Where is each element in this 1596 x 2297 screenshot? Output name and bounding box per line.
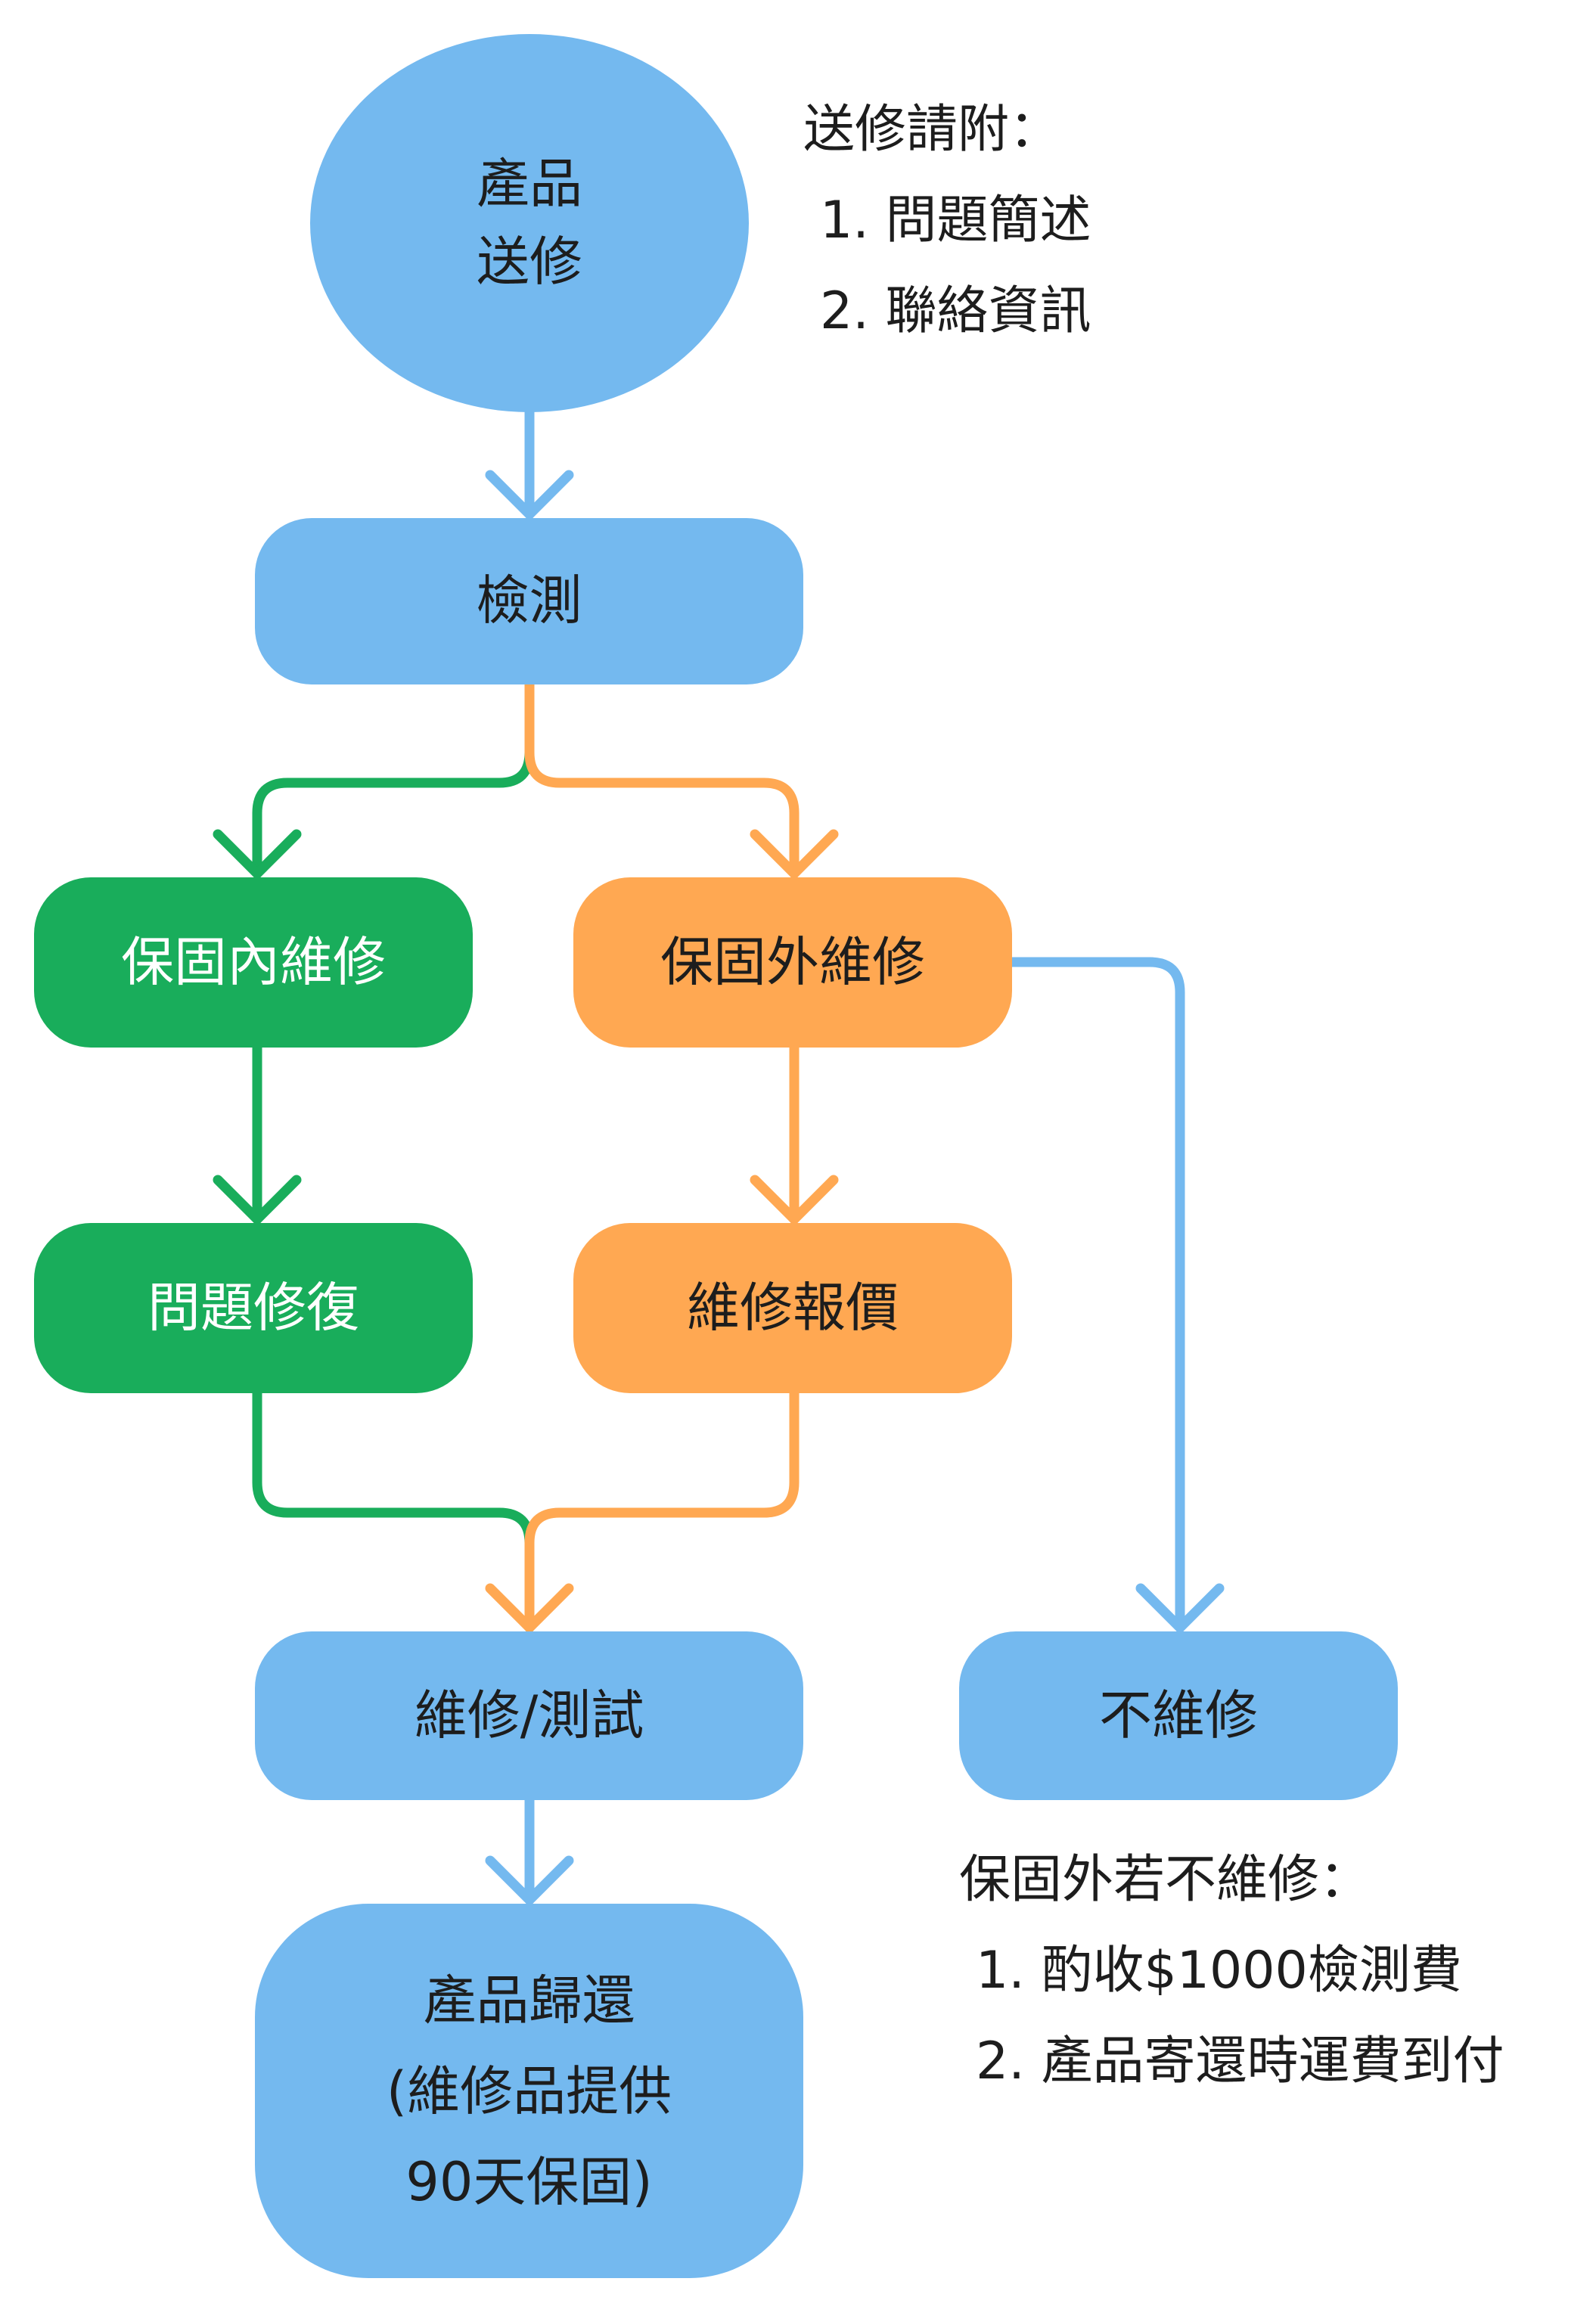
node-product-submit-line-2: 送修 bbox=[477, 231, 582, 293]
arrowhead-repair-test bbox=[485, 1583, 574, 1633]
node-product-return: 產品歸還 (維修品提供 90天保固) bbox=[255, 1904, 803, 2278]
note-no-repair-item-2: 2. 產品寄還時運費到付 bbox=[976, 2032, 1504, 2091]
node-repair-test: 維修/測試 bbox=[255, 1631, 803, 1800]
arrowhead-inspect bbox=[485, 470, 574, 520]
note-submit-item-1: 1. 問題簡述 bbox=[820, 191, 1091, 250]
arrow-inspect-to-in-warranty bbox=[252, 679, 535, 879]
node-product-return-line-3: 90天保固) bbox=[405, 2150, 653, 2213]
node-out-warranty-repair-label: 保固外維修 bbox=[660, 930, 925, 993]
arrowhead-return bbox=[485, 1855, 574, 1905]
note-submit-item-2: 2. 聯絡資訊 bbox=[820, 281, 1091, 341]
node-inspect-label: 檢測 bbox=[476, 570, 582, 632]
node-in-warranty-repair: 保固內維修 bbox=[34, 877, 473, 1048]
arrow-quote-to-repair-test bbox=[524, 1388, 800, 1633]
arrow-out-warranty-to-no-repair bbox=[1007, 957, 1185, 1633]
arrowhead-fix bbox=[213, 1175, 302, 1225]
note-submit-requirements: 送修請附： 1. 問題簡述 2. 聯絡資訊 bbox=[803, 85, 1091, 357]
arrowhead-in-warranty bbox=[213, 829, 302, 879]
node-out-warranty-repair: 保固外維修 bbox=[573, 877, 1012, 1048]
arrowhead-no-repair bbox=[1135, 1583, 1225, 1633]
node-product-submit: 產品 送修 bbox=[310, 34, 749, 412]
node-no-repair-label: 不維修 bbox=[1099, 1684, 1258, 1746]
node-in-warranty-repair-label: 保固內維修 bbox=[121, 930, 386, 993]
arrowhead-out-warranty bbox=[750, 829, 839, 879]
node-no-repair: 不維修 bbox=[959, 1631, 1398, 1800]
note-no-repair-item-1: 1. 酌收$1000檢測費 bbox=[976, 1941, 1462, 2001]
note-submit-title: 送修請附： bbox=[803, 100, 1061, 160]
node-repair-quote-label: 維修報價 bbox=[687, 1276, 899, 1339]
arrowhead-quote bbox=[750, 1175, 839, 1225]
node-repair-quote: 維修報價 bbox=[573, 1223, 1012, 1393]
note-no-repair-title: 保固外若不維修： bbox=[959, 1850, 1371, 1910]
node-product-return-line-2: (維修品提供 bbox=[386, 2060, 672, 2122]
node-problem-fix-label: 問題修復 bbox=[147, 1276, 359, 1339]
node-product-submit-line-1: 產品 bbox=[477, 152, 582, 215]
node-repair-test-label: 維修/測試 bbox=[414, 1684, 644, 1746]
note-no-repair-terms: 保固外若不維修： 1. 酌收$1000檢測費 2. 產品寄還時運費到付 bbox=[959, 1835, 1504, 2107]
node-inspect: 檢測 bbox=[255, 518, 803, 684]
node-product-return-line-1: 產品歸還 bbox=[423, 1969, 635, 2032]
node-problem-fix: 問題修復 bbox=[34, 1223, 473, 1393]
arrow-inspect-to-out-warranty bbox=[524, 679, 800, 879]
